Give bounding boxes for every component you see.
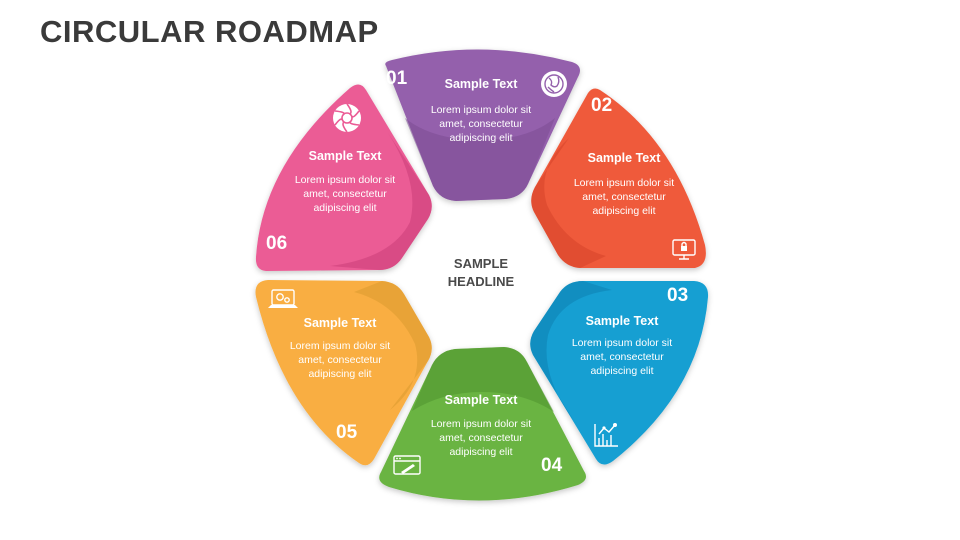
segment-02-shade [531, 138, 606, 268]
segment-05-shade [354, 281, 432, 410]
segment-03-heading: Sample Text [586, 314, 660, 328]
segment-02-shape [531, 88, 706, 268]
segment-01-line-3: adipiscing elit [449, 132, 512, 144]
segment-04-line-1: Lorem ipsum dolor sit [431, 418, 531, 430]
segment-01-line-1: Lorem ipsum dolor sit [431, 104, 531, 116]
center-headline-line-1: SAMPLE [454, 256, 509, 271]
segment-05-line-1: Lorem ipsum dolor sit [290, 340, 390, 352]
browser-edit-icon [393, 455, 421, 475]
segment-03-shape [530, 281, 709, 465]
segment-06-line-3: adipiscing elit [313, 202, 376, 214]
segment-05-line-2: amet, consectetur [298, 354, 382, 366]
segment-06-line-2: amet, consectetur [303, 188, 387, 200]
segment-05[interactable]: 05 Sample Text Lorem ipsum dolor sit ame… [255, 280, 432, 466]
segment-05-shape [255, 280, 432, 466]
segment-01[interactable]: 01 Sample Text Lorem ipsum dolor sit ame… [385, 49, 580, 202]
segment-04-heading: Sample Text [445, 393, 519, 407]
segment-03-line-1: Lorem ipsum dolor sit [572, 337, 672, 349]
segment-02-line-1: Lorem ipsum dolor sit [574, 177, 674, 189]
segment-02-line-3: adipiscing elit [592, 205, 655, 217]
segment-05-line-3: adipiscing elit [308, 368, 371, 380]
segment-01-line-2: amet, consectetur [439, 118, 523, 130]
segment-01-heading: Sample Text [445, 77, 519, 91]
center-headline-line-2: HEADLINE [448, 274, 515, 289]
segment-06-shade [330, 133, 432, 270]
segment-04-shade [412, 347, 554, 412]
segment-06-line-1: Lorem ipsum dolor sit [295, 174, 395, 186]
segment-03-number: 03 [667, 285, 688, 306]
segment-03-line-2: amet, consectetur [580, 351, 664, 363]
segment-02-line-2: amet, consectetur [582, 191, 666, 203]
segment-04-number: 04 [541, 455, 563, 476]
segment-03-shade [530, 281, 612, 421]
segment-04-line-3: adipiscing elit [449, 446, 512, 458]
globe-icon [541, 71, 567, 97]
segment-06-shape [255, 84, 432, 271]
segment-04-line-2: amet, consectetur [439, 432, 523, 444]
segment-06-number: 06 [266, 233, 287, 254]
segment-03[interactable]: 03 Sample Text Lorem ipsum dolor sit ame… [530, 281, 709, 465]
page-title: CIRCULAR ROADMAP [40, 14, 379, 49]
segment-01-shade [405, 118, 555, 201]
segment-01-number: 01 [386, 68, 408, 89]
segment-05-heading: Sample Text [304, 316, 378, 330]
aperture-icon [333, 103, 361, 133]
laptop-gears-icon [268, 289, 298, 308]
segment-06[interactable]: 06 Sample Text Lorem ipsum dolor sit ame… [255, 84, 432, 271]
segment-04[interactable]: 04 Sample Text Lorem ipsum dolor sit ame… [379, 347, 586, 501]
chart-icon [594, 423, 618, 447]
segment-02-heading: Sample Text [588, 151, 662, 165]
segment-03-line-3: adipiscing elit [590, 365, 653, 377]
segment-02[interactable]: 02 Sample Text Lorem ipsum dolor sit ame… [531, 88, 706, 268]
segment-05-number: 05 [336, 422, 358, 443]
segment-02-number: 02 [591, 95, 612, 116]
segment-06-heading: Sample Text [309, 149, 383, 163]
computer-lock-icon [672, 239, 696, 260]
